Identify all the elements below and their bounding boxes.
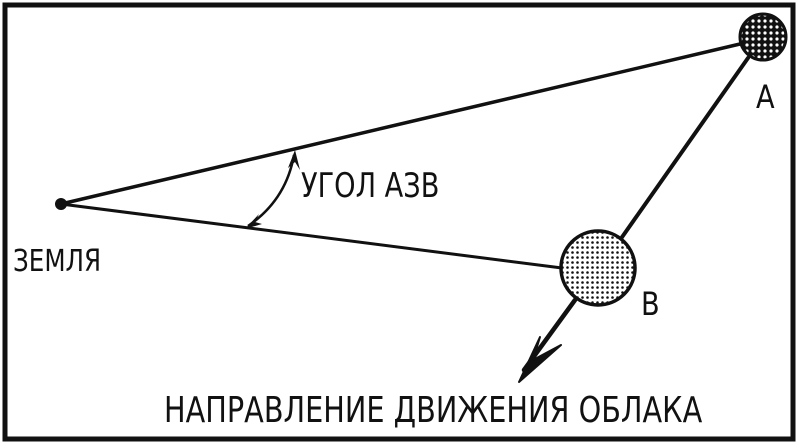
- point-a-label: А: [756, 78, 775, 116]
- point-b-label: В: [641, 285, 660, 323]
- line-earth-to-a: [59, 42, 742, 206]
- line-a-to-b: [618, 56, 750, 242]
- angle-arc-arrowhead-bottom-icon: [245, 214, 262, 229]
- cloud-a: [738, 12, 788, 62]
- direction-arrow-head-icon: [518, 336, 562, 383]
- cloud-b: [559, 229, 637, 307]
- direction-label: НАПРАВЛЕНИЕ ДВИЖЕНИЯ ОБЛАКА: [164, 390, 703, 431]
- angle-label: УГОЛ АЗВ: [301, 166, 440, 206]
- angle-arc-arrowhead-top-icon: [288, 150, 300, 170]
- diagram-frame: [2, 2, 796, 442]
- earth-label: ЗЕМЛЯ: [13, 244, 102, 279]
- line-earth-to-b: [59, 202, 564, 270]
- earth-dot: [55, 198, 67, 210]
- angle-arc: [247, 154, 296, 228]
